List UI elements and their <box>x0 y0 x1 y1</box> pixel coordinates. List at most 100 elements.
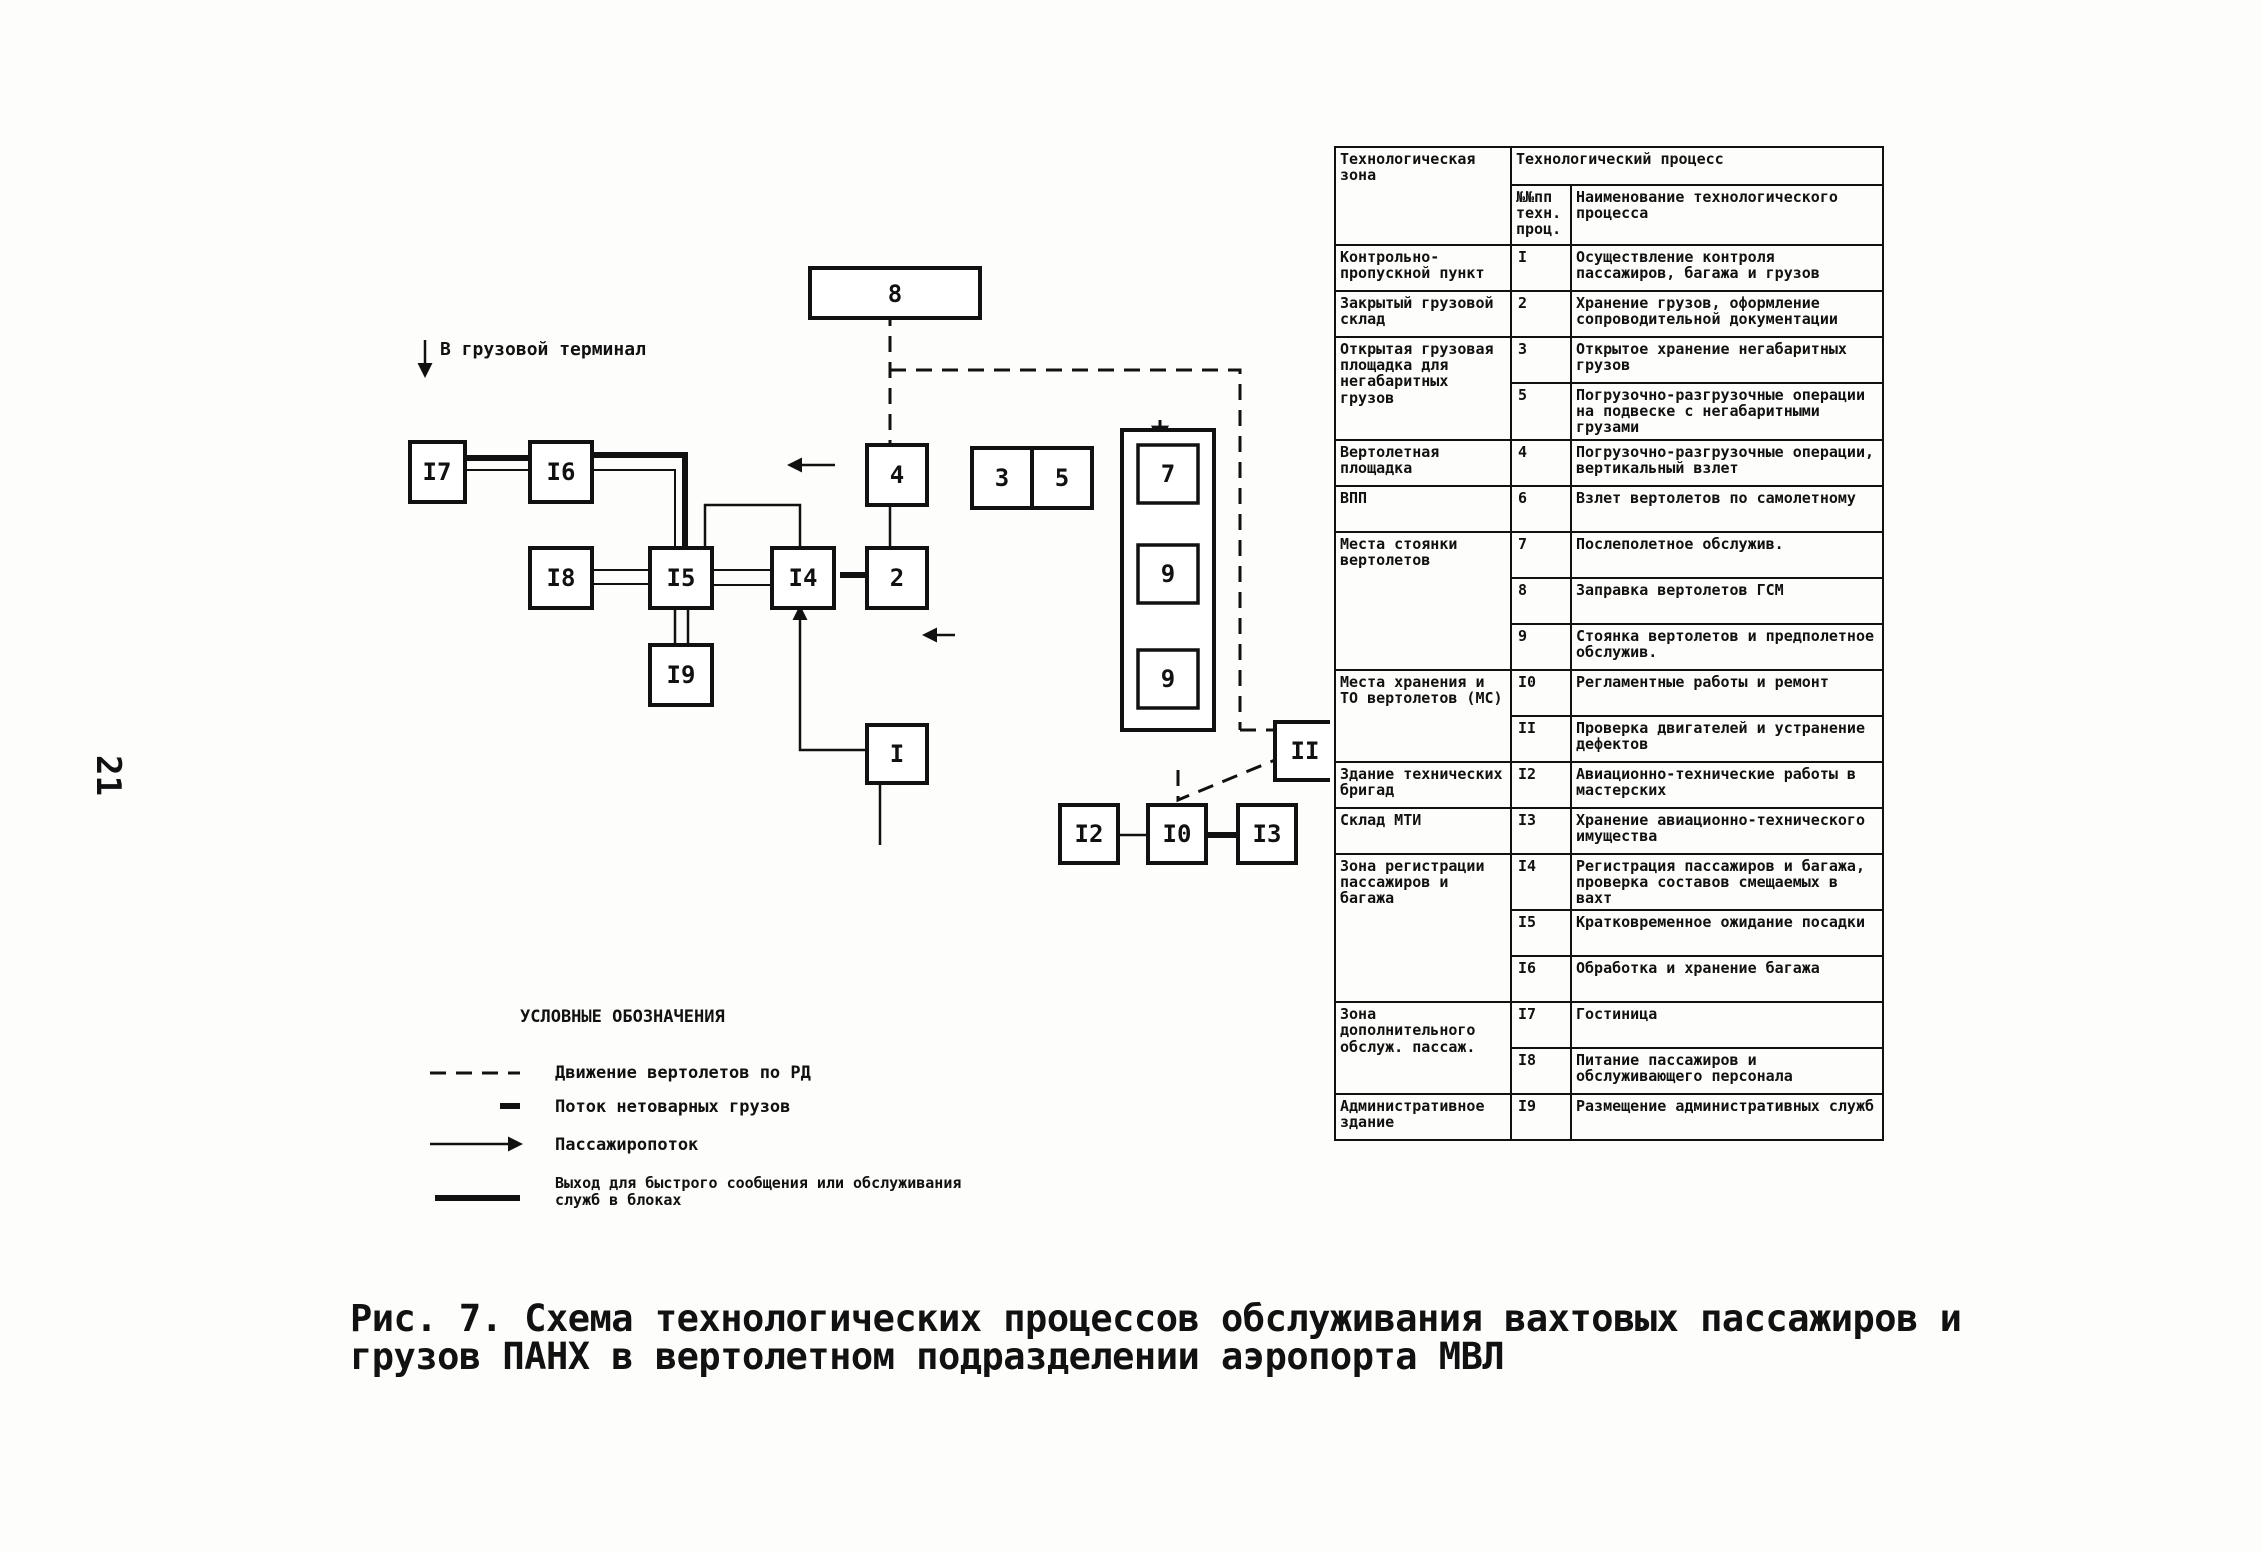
process-name-cell: Обработка и хранение багажа <box>1570 955 1884 1004</box>
link-18-15 <box>590 569 650 585</box>
node-4-label: 4 <box>890 461 904 489</box>
zone-cell: Контрольно-пропускной пункт <box>1334 244 1512 292</box>
node-18-label: I8 <box>547 564 576 592</box>
process-name-cell: Открытое хранение негабаритных грузов <box>1570 336 1884 384</box>
zone-cell: Зона дополнительного обслуж. пассаж. <box>1334 1001 1512 1096</box>
process-name-cell: Питание пассажиров и обслуживающего перс… <box>1570 1047 1884 1096</box>
process-number-cell: I <box>1510 244 1572 292</box>
process-number-cell: I4 <box>1510 852 1572 912</box>
legend-item-cargo: Поток нетоварных грузов <box>555 1097 790 1117</box>
node-17-label: I7 <box>423 458 452 486</box>
zone-cell: Места стоянки вертолетов <box>1334 530 1512 671</box>
node-13-label: I3 <box>1253 820 1282 848</box>
process-number-cell: 5 <box>1510 382 1572 441</box>
zone-cell: Склад МТИ <box>1334 806 1512 855</box>
node-10 <box>1146 803 1208 865</box>
table-row: Открытая грузовая площадка для негабарит… <box>1334 336 1884 441</box>
link-11-10 <box>1176 758 1276 803</box>
node-1-label: I <box>890 740 904 768</box>
direction-label: В грузовой терминал <box>440 339 646 360</box>
legend-item-exit-wrap: Выход для быстрого сообщения или обслужи… <box>555 1175 962 1209</box>
node-7-label: 7 <box>1161 460 1175 488</box>
node-2-label: 2 <box>890 564 904 592</box>
node-5-label: 5 <box>1055 464 1069 492</box>
node-12-label: I2 <box>1075 820 1104 848</box>
process-number-cell: I3 <box>1510 806 1572 855</box>
process-name-cell: Взлет вертолетов по самолетному <box>1570 484 1884 533</box>
figure-caption: Рис. 7. Схема технологических процессов … <box>350 1297 1962 1379</box>
zone-cell: Закрытый грузовой склад <box>1334 290 1512 338</box>
process-name-cell: Авиационно-технические работы в мастерск… <box>1570 760 1884 809</box>
node-19 <box>648 643 714 707</box>
process-number-cell: 3 <box>1510 336 1572 384</box>
node-9-upper-label: 9 <box>1161 560 1175 588</box>
process-number-cell: 8 <box>1510 576 1572 625</box>
legend: УСЛОВНЫЕ ОБОЗНАЧЕНИЯ Движение вертолетов… <box>430 1007 962 1209</box>
process-name-cell: Погрузочно-разгрузочные операции на подв… <box>1570 382 1884 441</box>
node-4 <box>865 443 929 507</box>
link-runway-stands <box>890 368 1242 730</box>
node-15-label: I5 <box>667 564 696 592</box>
process-name-cell: Послеполетное обслужив. <box>1570 530 1884 579</box>
process-name-cell: Проверка двигателей и устранение дефекто… <box>1570 714 1884 763</box>
process-number-cell: 7 <box>1510 530 1572 579</box>
process-name-cell: Заправка вертолетов ГСМ <box>1570 576 1884 625</box>
page-number: 21 <box>88 755 128 796</box>
process-number-cell: I5 <box>1510 909 1572 958</box>
header-name: Наименование технологического процесса <box>1570 184 1884 246</box>
node-10-label: I0 <box>1163 820 1192 848</box>
process-name-cell: Хранение грузов, оформление сопроводител… <box>1570 290 1884 338</box>
process-name-cell: Хранение авиационно-технического имущест… <box>1570 806 1884 855</box>
process-number-cell: I8 <box>1510 1047 1572 1096</box>
node-5 <box>1030 446 1094 510</box>
node-11-label: II <box>1291 737 1320 765</box>
link-1-14 <box>792 605 865 752</box>
scheme-connections <box>462 310 1276 845</box>
process-name-cell: Погрузочно-разгрузочные операции, вертик… <box>1570 438 1884 487</box>
node-2 <box>865 546 929 610</box>
legend-item-runway: Движение вертолетов по РД <box>555 1063 811 1083</box>
process-name-cell: Осуществление контроля пассажиров, багаж… <box>1570 244 1884 292</box>
legend-item-exit: Выход для быстрого сообщения или обслужи… <box>555 1175 962 1209</box>
process-name-cell: Кратковременное ожидание посадки <box>1570 909 1884 958</box>
node-9-lower-label: 9 <box>1161 665 1175 693</box>
process-number-cell: 4 <box>1510 438 1572 487</box>
node-8-label: 8 <box>888 280 902 308</box>
zone-cell: Административное здание <box>1334 1093 1512 1142</box>
node-17 <box>408 440 467 504</box>
scheme-nodes: 8 4 2 3 5 7 9 9 I II I0 I2 I3 I4 I5 I6 <box>408 266 1330 865</box>
node-3-label: 3 <box>995 464 1009 492</box>
node-14-label: I4 <box>789 564 818 592</box>
process-name-cell: Регламентные работы и ремонт <box>1570 668 1884 717</box>
zone-cell: Места хранения и ТО вертолетов (МС) <box>1334 668 1512 763</box>
process-number-cell: I9 <box>1510 1093 1572 1142</box>
process-number-cell: I0 <box>1510 668 1572 717</box>
link-14-15 <box>703 503 802 560</box>
legend-item-passenger: Пассажиропоток <box>555 1135 698 1155</box>
node-15 <box>648 546 714 610</box>
process-number-cell: I6 <box>1510 955 1572 1004</box>
process-number-cell: I2 <box>1510 760 1572 809</box>
header-number: №№пп техн. проц. <box>1510 184 1572 246</box>
process-name-cell: Регистрация пассажиров и багажа, проверк… <box>1570 852 1884 912</box>
process-name-cell: Гостиница <box>1570 1001 1884 1050</box>
process-number-cell: 9 <box>1510 622 1572 671</box>
legend-title: УСЛОВНЫЕ ОБОЗНАЧЕНИЯ <box>520 1007 725 1027</box>
node-16 <box>528 440 594 504</box>
node-1 <box>865 723 929 785</box>
link-16-15 <box>590 452 688 555</box>
